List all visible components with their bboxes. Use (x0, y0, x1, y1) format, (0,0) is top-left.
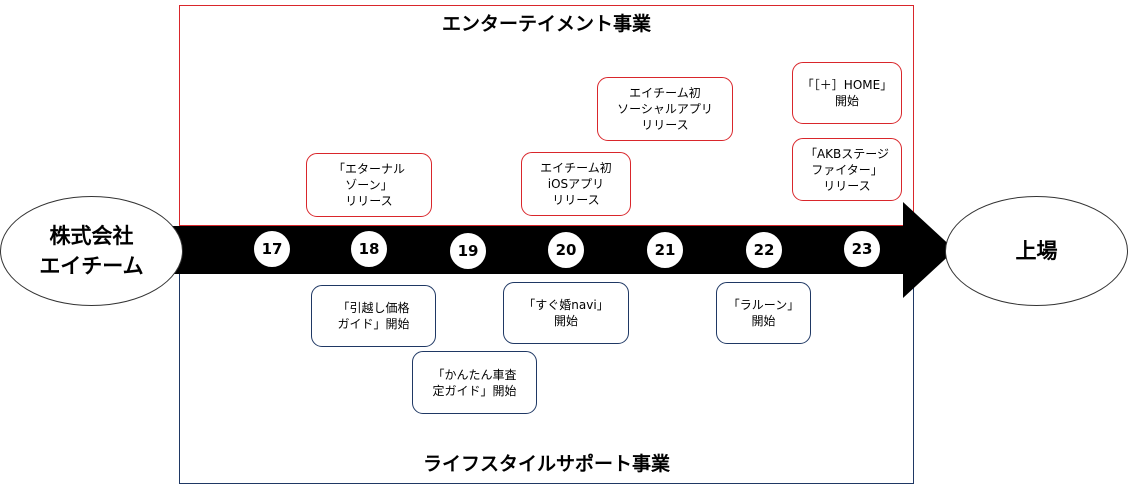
year-marker-23: 23 (844, 231, 880, 267)
year-marker-19: 19 (450, 233, 486, 269)
company-start-node: 株式会社 エイチーム (0, 196, 183, 306)
event-eternal-zone-release: 「エターナル ゾーン」 リリース (306, 153, 432, 217)
year-marker-22: 22 (746, 232, 782, 268)
event-sugukon-navi-start: 「すぐ婚navi」 開始 (503, 282, 629, 344)
event-car-appraisal-guide-start: 「かんたん車査 定ガイド」開始 (412, 351, 537, 414)
event-first-ios-app-release: エイチーム初 iOSアプリ リリース (521, 152, 631, 216)
listing-end-label: 上場 (1015, 239, 1058, 263)
event-first-social-app-release: エイチーム初 ソーシャルアプリ リリース (597, 77, 733, 141)
entertainment-section-title: エンターテイメント事業 (441, 13, 651, 35)
lifestyle-section-title: ライフスタイルサポート事業 (422, 453, 670, 475)
entertainment-section (179, 5, 914, 226)
year-marker-20: 20 (548, 232, 584, 268)
year-marker-21: 21 (647, 232, 683, 268)
event-akb-stage-fighter-release: 「AKBステージ ファイター」 リリース (792, 138, 902, 201)
year-marker-18: 18 (351, 231, 387, 267)
event-laroon-start: 「ラルーン」 開始 (716, 282, 811, 344)
year-marker-17: 17 (254, 231, 290, 267)
event-plus-home-start: 「［＋］HOME」 開始 (792, 62, 902, 124)
event-moving-price-guide-start: 「引越し価格 ガイド」開始 (311, 285, 436, 347)
company-start-label: 株式会社 エイチーム (39, 224, 144, 278)
listing-end-node: 上場 (945, 196, 1128, 306)
